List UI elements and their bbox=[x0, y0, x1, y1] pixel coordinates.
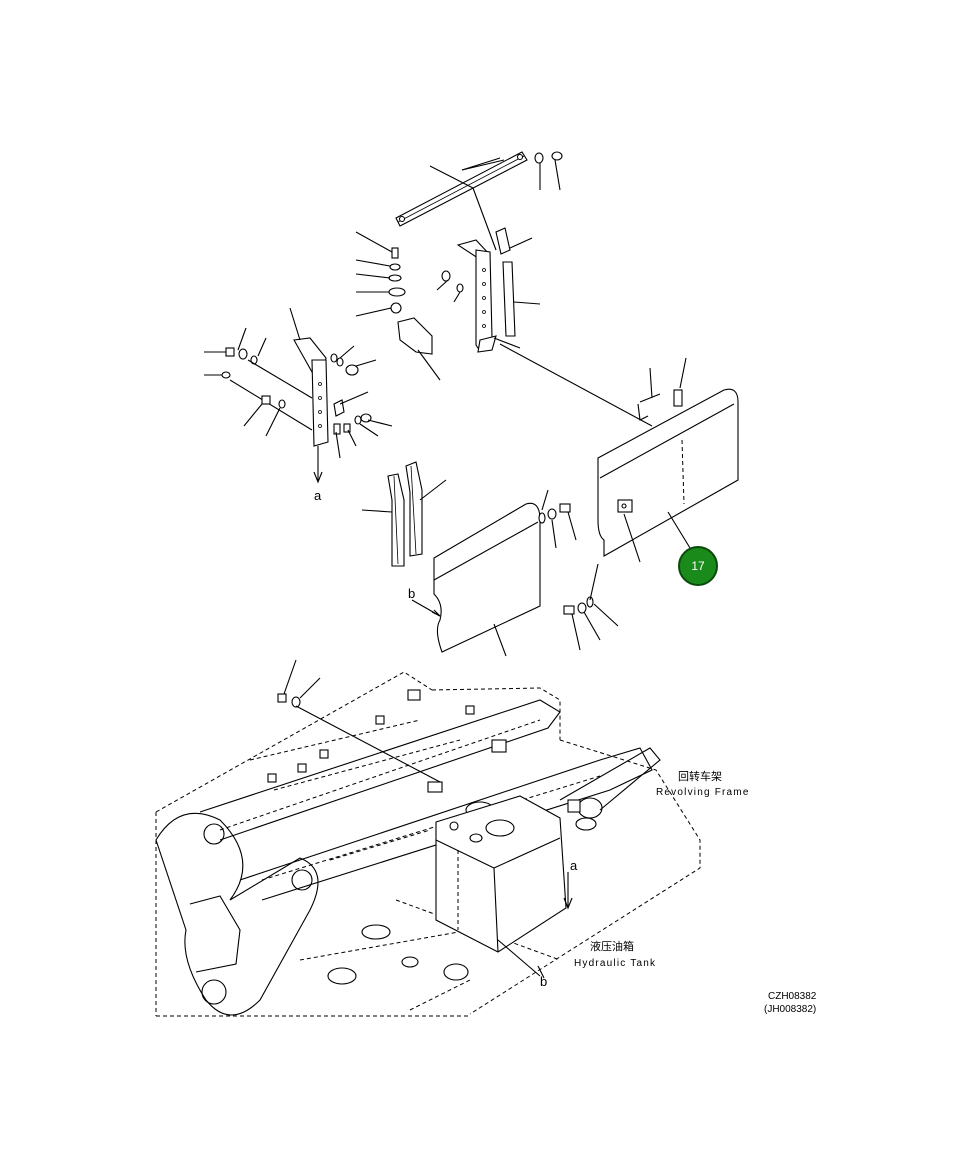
center-bracket bbox=[355, 187, 653, 427]
right-cover-plate bbox=[597, 357, 739, 563]
revolving-frame-cn: 回转车架 bbox=[678, 769, 722, 783]
drawing-code-alt: (JH008382) bbox=[764, 1004, 816, 1015]
label-b-left: b bbox=[408, 586, 415, 601]
left-bracket bbox=[204, 307, 393, 484]
label-b-lower: b bbox=[540, 974, 547, 989]
hydraulic-tank-cn: 液压油箱 bbox=[590, 939, 634, 953]
revolving-frame-en: Revolving Frame bbox=[656, 787, 750, 798]
callout-17[interactable]: 17 bbox=[678, 546, 718, 586]
cover-bolts bbox=[538, 489, 619, 651]
revolving-frame-assembly bbox=[155, 659, 701, 1017]
drawing-code: CZH08382 bbox=[768, 991, 817, 1002]
upper-stay-bar bbox=[395, 151, 563, 227]
hydraulic-tank-en: Hydraulic Tank bbox=[574, 958, 656, 969]
label-a-upper: a bbox=[314, 488, 322, 503]
rubber-seals bbox=[361, 461, 447, 567]
label-a-lower: a bbox=[570, 858, 578, 873]
left-cover-plate bbox=[411, 502, 541, 657]
svg-text:17: 17 bbox=[691, 559, 705, 573]
